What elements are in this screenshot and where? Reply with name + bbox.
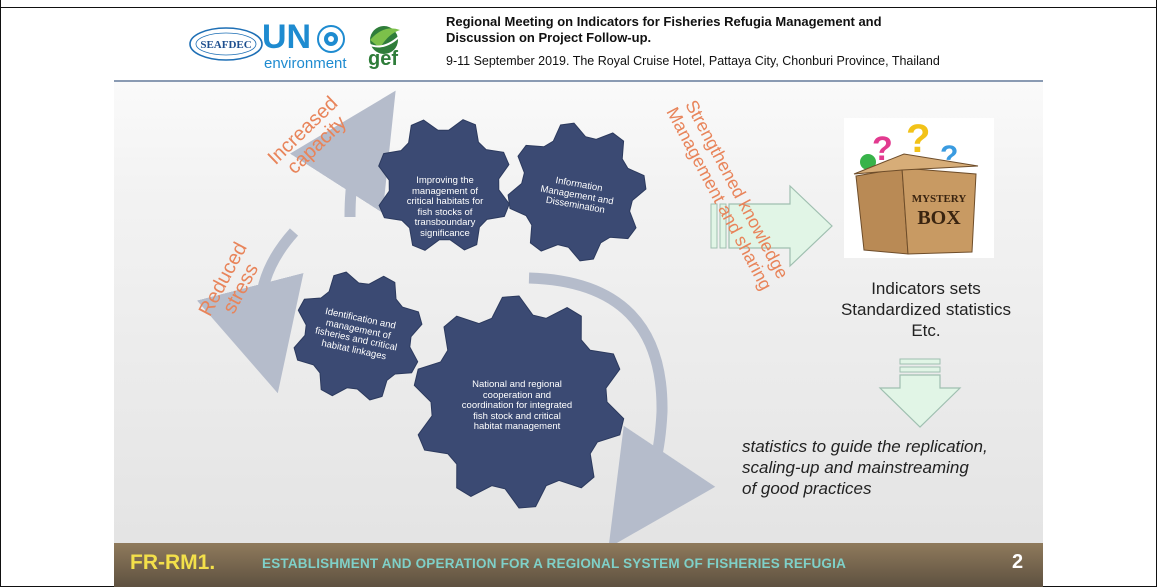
gear-label-habitats: Improving the management of critical hab…: [406, 175, 484, 239]
gear-habitats: [378, 119, 510, 251]
seafdec-logo-text: SEAFDEC: [200, 39, 251, 51]
statistics-line-2: scaling-up and mainstreaming: [742, 458, 969, 477]
indicators-line-3: Etc.: [911, 321, 941, 340]
top-rule: [0, 7, 1157, 8]
indicators-line-2: Standardized statistics: [840, 300, 1012, 319]
un-logo-text: UN: [262, 18, 312, 56]
gef-globe-icon: [367, 26, 403, 54]
statistics-line-3: of good practices: [742, 479, 872, 498]
meeting-subtitle: 9-11 September 2019. The Royal Cruise Ho…: [446, 54, 940, 68]
un-emblem-icon: [317, 25, 345, 53]
gear-diagram: [196, 90, 962, 543]
knowledge-flow-arrow: [710, 184, 833, 268]
slide-footer: FR-RM1. ESTABLISHMENT AND OPERATION FOR …: [114, 543, 1043, 587]
gear-identification: [293, 271, 423, 401]
mystery-box-text-1: MYSTERY: [912, 193, 967, 205]
increased-capacity-arrow: [290, 90, 396, 218]
mystery-box-text-2: BOX: [917, 207, 961, 229]
meeting-title-line-2: Discussion on Project Follow-up.: [446, 30, 652, 45]
gear-cooperation: [413, 295, 625, 509]
footer-title: ESTABLISHMENT AND OPERATION FOR A REGION…: [262, 556, 847, 571]
gear-information: [507, 122, 647, 262]
gear-label-cooperation: National and regional cooperation and co…: [461, 379, 573, 432]
footer-code: FR-RM1.: [130, 551, 216, 574]
reduced-stress-arrow: [196, 228, 304, 394]
statistics-text: statistics to guide the replication, sca…: [742, 436, 1032, 499]
question-mark-icon: ?: [906, 118, 930, 161]
slide-header: SEAFDEC UN environment gef Regional Meet…: [114, 8, 1043, 80]
question-mark-icon: ?: [872, 130, 893, 168]
indicators-text: Indicators sets Standardized statistics …: [826, 278, 1026, 341]
header-divider: [114, 80, 1043, 82]
mystery-box-image: ? ? ? MYSTERY BOX: [844, 117, 994, 258]
page-number: 2: [1012, 551, 1024, 573]
statistics-flow-arrow: [878, 358, 962, 428]
meeting-title: Regional Meeting on Indicators for Fishe…: [446, 14, 882, 46]
statistics-line-1: statistics to guide the replication,: [742, 437, 988, 456]
environment-logo-text: environment: [264, 55, 347, 72]
seafdec-logo: SEAFDEC: [189, 27, 263, 61]
gef-logo-text: gef: [368, 48, 398, 70]
slide: SEAFDEC UN environment gef Regional Meet…: [114, 8, 1043, 587]
indicators-line-1: Indicators sets: [871, 279, 981, 298]
cycle-arrow-right: [528, 272, 716, 543]
meeting-title-line-1: Regional Meeting on Indicators for Fishe…: [446, 14, 882, 29]
